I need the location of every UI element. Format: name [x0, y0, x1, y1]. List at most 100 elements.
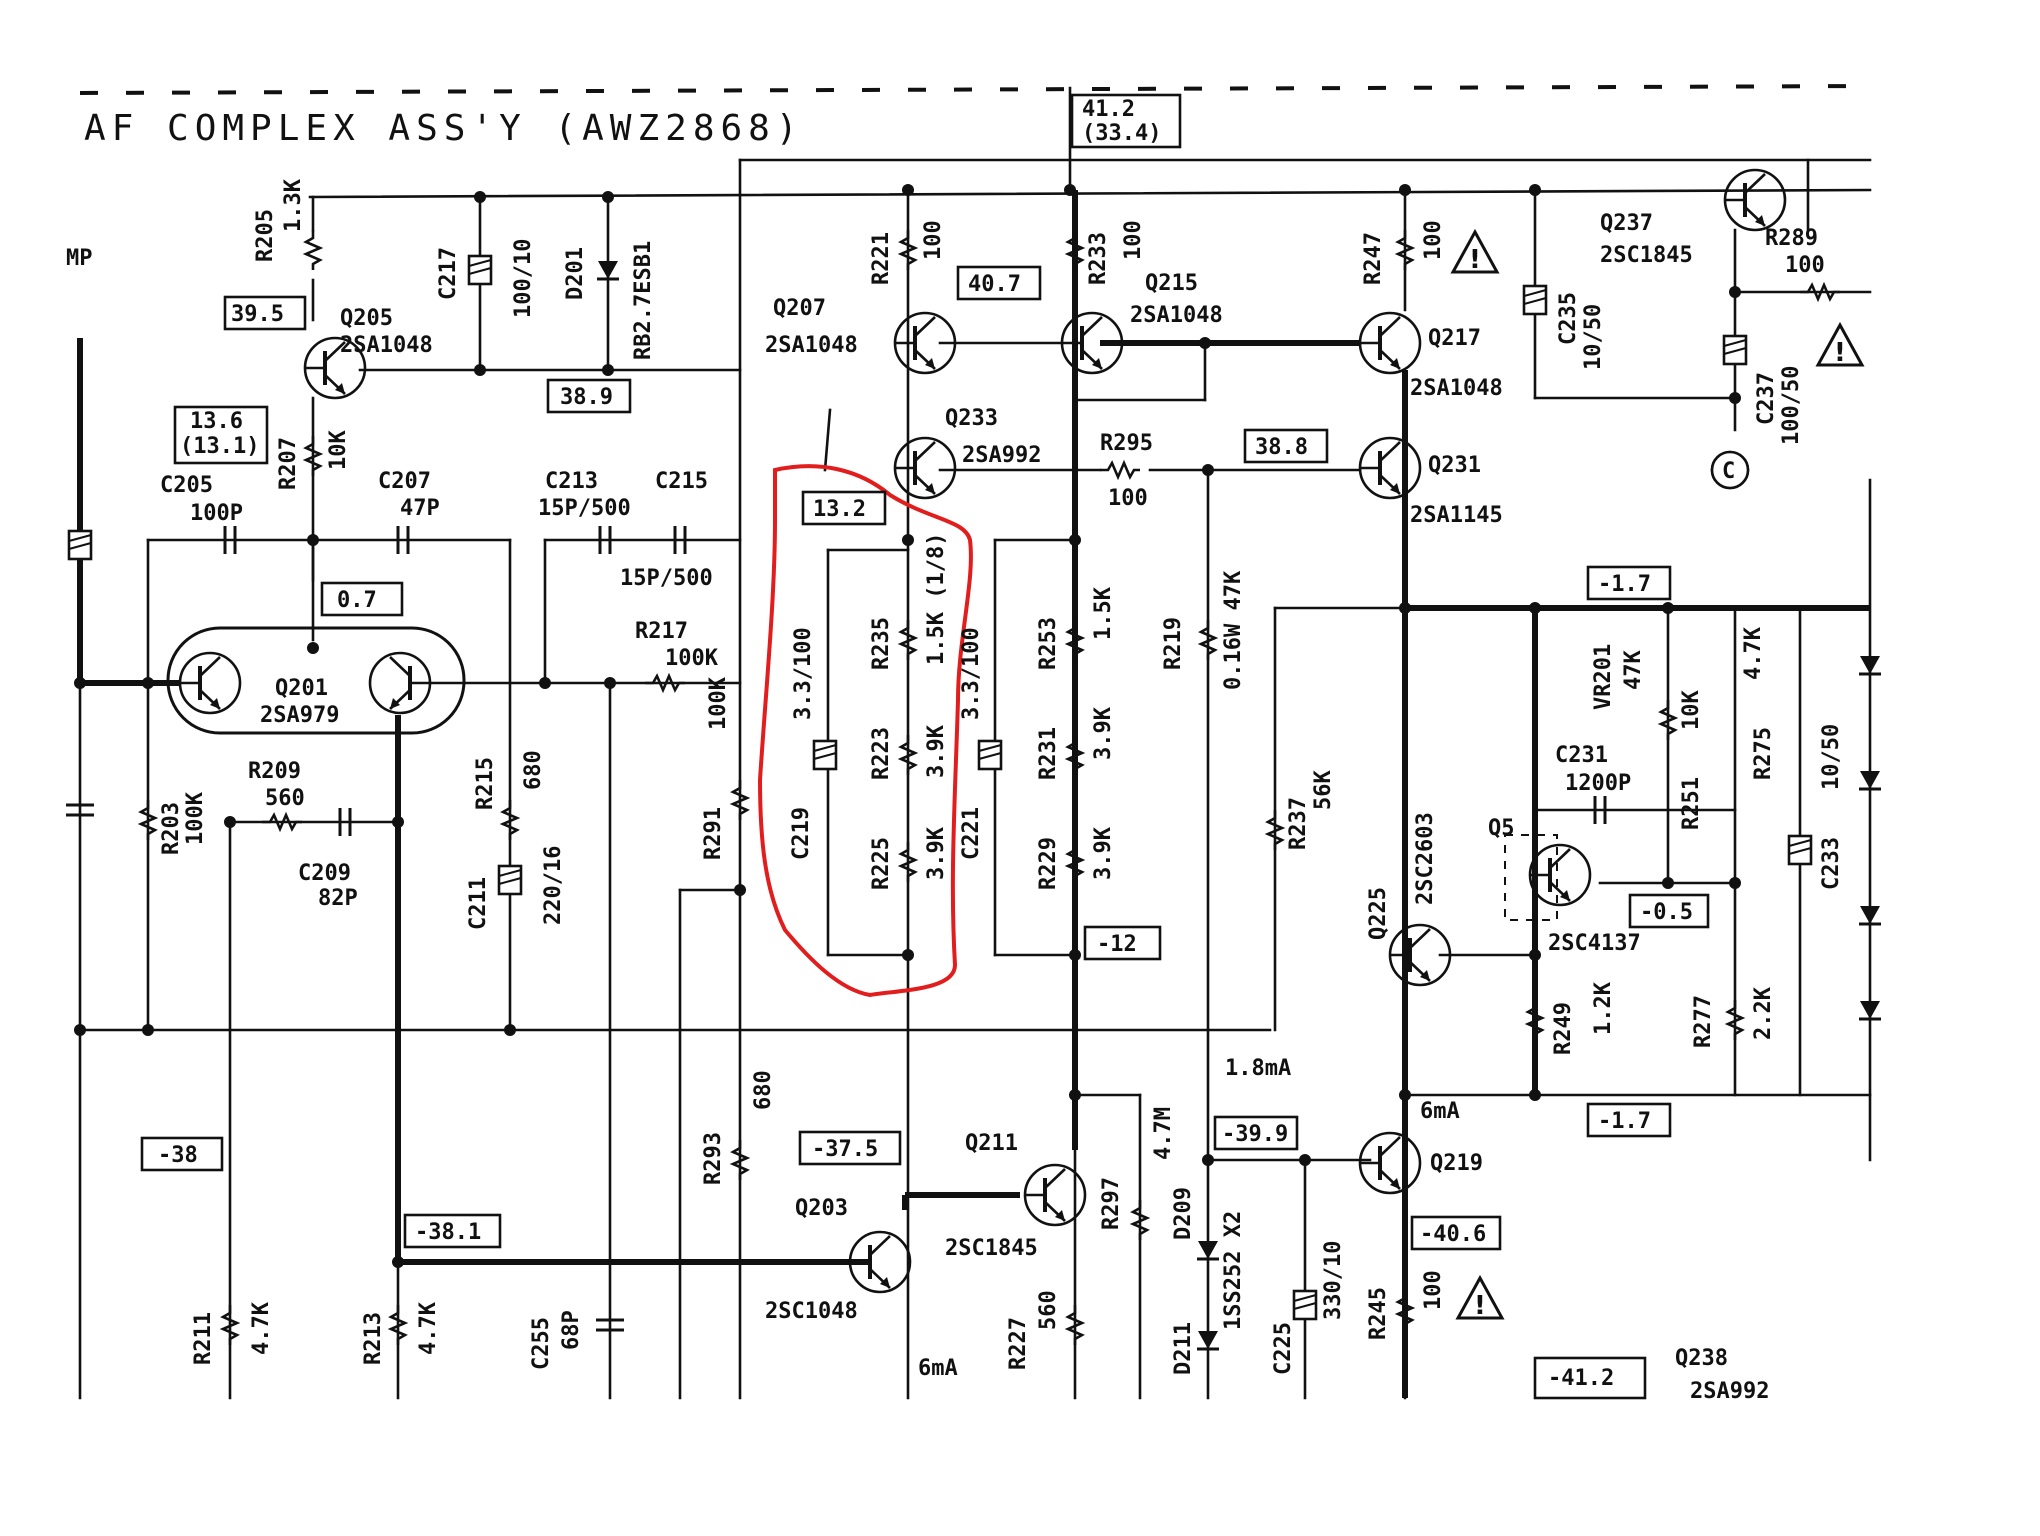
page-title: AF COMPLEX ASS'Y (AWZ2868) — [84, 108, 804, 149]
svg-text:100: 100 — [1785, 253, 1825, 278]
svg-text:Q219: Q219 — [1430, 1151, 1483, 1176]
svg-text:2SA1048: 2SA1048 — [1130, 303, 1223, 328]
svg-text:-39.9: -39.9 — [1222, 1122, 1288, 1147]
voltage-box: 0.7 — [320, 581, 404, 617]
svg-text:2SA1145: 2SA1145 — [1410, 503, 1503, 528]
svg-text:100K: 100K — [706, 676, 731, 730]
svg-text:R297: R297 — [1099, 1177, 1124, 1230]
svg-text:-38: -38 — [158, 1143, 198, 1168]
voltage-box: 13.2 — [801, 490, 887, 526]
svg-text:1.5K (1/8): 1.5K (1/8) — [924, 533, 949, 665]
edge-label: MP — [66, 246, 93, 271]
svg-text:13.6: 13.6 — [190, 409, 243, 434]
svg-text:!: ! — [1474, 1291, 1486, 1321]
svg-text:2SA1048: 2SA1048 — [765, 333, 858, 358]
svg-text:R211: R211 — [191, 1312, 216, 1365]
svg-text:R223: R223 — [869, 727, 894, 780]
svg-text:R203: R203 — [159, 802, 184, 855]
svg-text:-40.6: -40.6 — [1420, 1222, 1486, 1247]
voltage-box: -12 — [1083, 925, 1162, 961]
svg-text:2SA992: 2SA992 — [1690, 1379, 1769, 1404]
svg-text:1SS252 X2: 1SS252 X2 — [1221, 1211, 1246, 1330]
voltage-box: 40.7 — [956, 265, 1042, 301]
svg-text:3.9K: 3.9K — [924, 724, 949, 778]
svg-text:R225: R225 — [869, 837, 894, 890]
svg-text:56K: 56K — [1311, 770, 1336, 810]
svg-text:2SA979: 2SA979 — [260, 703, 339, 728]
svg-text:C209: C209 — [298, 861, 351, 886]
svg-text:40.7: 40.7 — [968, 272, 1021, 297]
svg-text:C215: C215 — [655, 469, 708, 494]
svg-text:Q5: Q5 — [1488, 816, 1515, 841]
current-label: 1.8mA — [1225, 1056, 1291, 1081]
svg-text:0.16W 47K: 0.16W 47K — [1221, 570, 1246, 690]
voltage-box: -0.5 — [1628, 893, 1710, 929]
svg-text:C233: C233 — [1819, 837, 1844, 890]
svg-text:D201: D201 — [563, 247, 588, 300]
svg-text:100P: 100P — [190, 501, 243, 526]
svg-text:560: 560 — [265, 786, 305, 811]
board-border — [79, 84, 1871, 95]
svg-text:100K: 100K — [665, 646, 719, 671]
svg-text:Q205: Q205 — [340, 306, 393, 331]
svg-text:-41.2: -41.2 — [1548, 1366, 1614, 1391]
q5-dashed-outline — [1504, 834, 1558, 921]
svg-text:560: 560 — [1036, 1290, 1061, 1330]
svg-text:82P: 82P — [318, 886, 358, 911]
svg-text:10/50: 10/50 — [1819, 724, 1844, 790]
svg-text:2.2K: 2.2K — [1751, 986, 1776, 1040]
svg-text:680: 680 — [751, 1070, 776, 1110]
voltage-box: 38.9 — [546, 378, 632, 414]
svg-text:Q203: Q203 — [795, 1196, 848, 1221]
svg-text:Q207: Q207 — [773, 296, 826, 321]
svg-text:Q215: Q215 — [1145, 271, 1198, 296]
svg-text:Q201: Q201 — [275, 676, 328, 701]
svg-text:R253: R253 — [1036, 617, 1061, 670]
safety-warning-icon: ! ! ! — [1450, 228, 1865, 1321]
svg-text:R245: R245 — [1366, 1287, 1391, 1340]
svg-text:Q231: Q231 — [1428, 453, 1481, 478]
svg-text:15P/500: 15P/500 — [538, 496, 631, 521]
svg-text:220/16: 220/16 — [541, 846, 566, 925]
svg-text:D209: D209 — [1171, 1187, 1196, 1240]
svg-text:C205: C205 — [160, 473, 213, 498]
svg-text:3.3/100: 3.3/100 — [959, 627, 984, 720]
svg-text:39.5: 39.5 — [231, 302, 284, 327]
svg-text:38.9: 38.9 — [560, 385, 613, 410]
connector-label: C — [1722, 459, 1735, 484]
svg-text:47P: 47P — [400, 496, 440, 521]
svg-text:100/10: 100/10 — [511, 239, 536, 318]
svg-text:R205: R205 — [253, 209, 278, 262]
voltage-box: 41.2(33.4) — [1070, 93, 1182, 149]
svg-text:R227: R227 — [1006, 1317, 1031, 1370]
voltage-box: -41.2 — [1533, 1356, 1647, 1400]
svg-text:-1.7: -1.7 — [1598, 1109, 1651, 1134]
svg-text:(33.4): (33.4) — [1082, 121, 1161, 146]
svg-text:680: 680 — [521, 750, 546, 790]
svg-text:100: 100 — [1108, 486, 1148, 511]
svg-text:R295: R295 — [1100, 431, 1153, 456]
svg-text:3.9K: 3.9K — [1091, 826, 1116, 880]
svg-text:4.7K: 4.7K — [1741, 626, 1766, 680]
voltage-box: -39.9 — [1213, 1115, 1299, 1151]
svg-text:C211: C211 — [466, 877, 491, 930]
svg-text:-1.7: -1.7 — [1598, 572, 1651, 597]
svg-text:C219: C219 — [789, 807, 814, 860]
svg-text:Q217: Q217 — [1428, 326, 1481, 351]
svg-text:1.5K: 1.5K — [1091, 586, 1116, 640]
voltage-box: -1.7 — [1586, 565, 1672, 601]
svg-text:R219: R219 — [1161, 617, 1186, 670]
svg-text:4.7K: 4.7K — [249, 1301, 274, 1355]
svg-text:C231: C231 — [1555, 743, 1608, 768]
svg-text:R251: R251 — [1679, 777, 1704, 830]
svg-text:100K: 100K — [183, 791, 208, 845]
svg-text:R249: R249 — [1551, 1002, 1576, 1055]
voltage-box: -38 — [140, 1136, 224, 1172]
svg-text:C213: C213 — [545, 469, 598, 494]
svg-text:0.7: 0.7 — [337, 588, 377, 613]
svg-text:2SA1048: 2SA1048 — [1410, 376, 1503, 401]
svg-text:2SA1048: 2SA1048 — [340, 333, 433, 358]
svg-text:!: ! — [1469, 245, 1481, 275]
svg-text:100: 100 — [921, 220, 946, 260]
wiring — [77, 86, 1872, 1400]
